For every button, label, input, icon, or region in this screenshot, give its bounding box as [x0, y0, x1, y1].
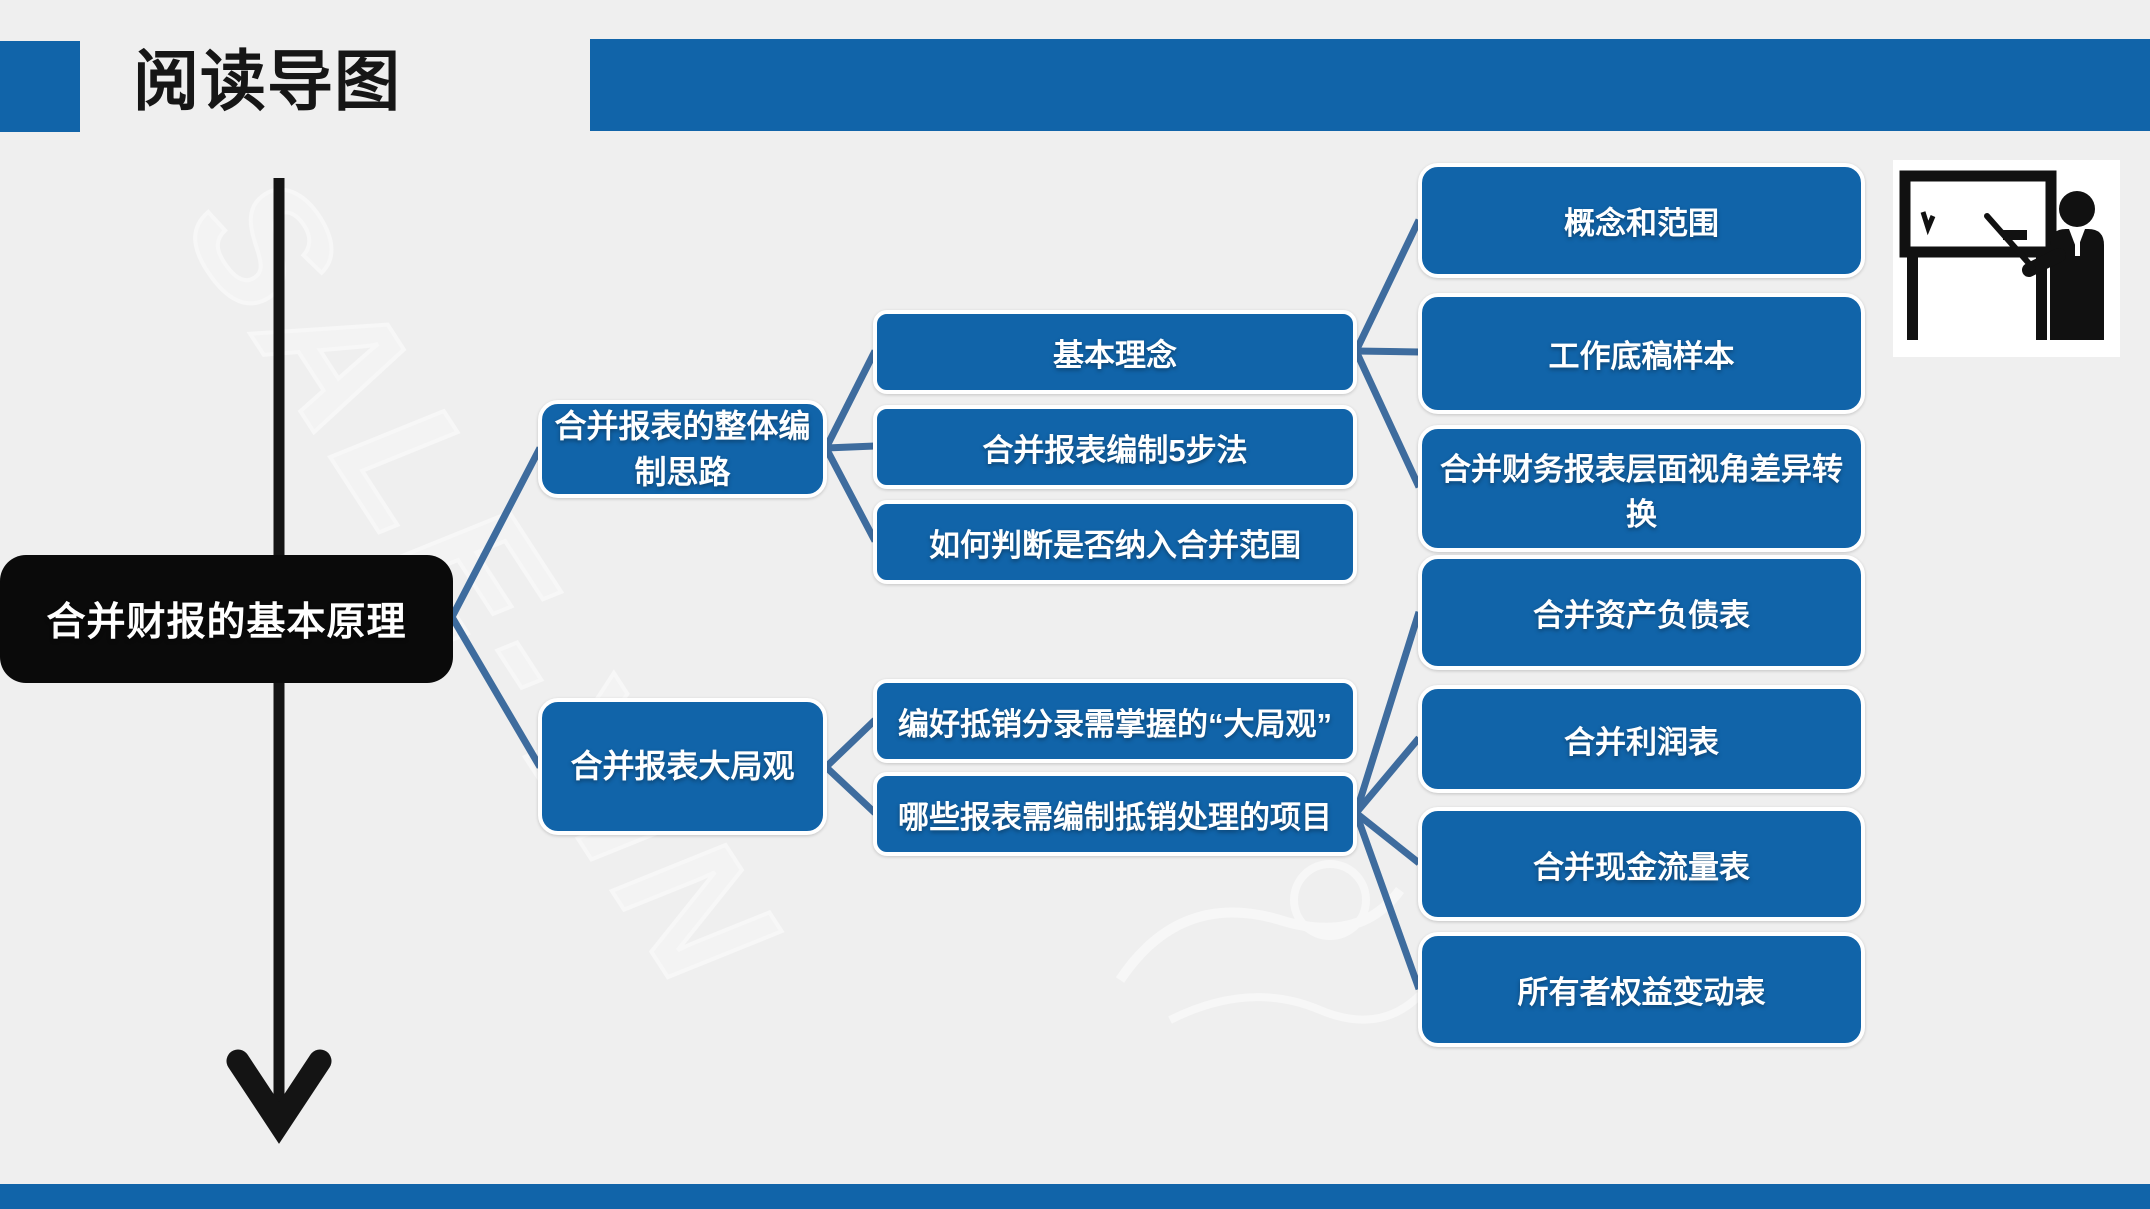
sub-node-elimination-big-picture: 编好抵销分录需掌握的“大局观”	[873, 679, 1357, 763]
watermark-swirl	[1115, 860, 1423, 1024]
footer-accent-bar	[0, 1184, 2150, 1209]
branch-node-overall-compilation: 合并报表的整体编制思路	[538, 400, 827, 498]
sub-node-consolidation-scope: 如何判断是否纳入合并范围	[873, 500, 1357, 584]
sub-node-five-step-method: 合并报表编制5步法	[873, 405, 1357, 489]
leaf-node-equity-changes: 所有者权益变动表	[1418, 932, 1865, 1047]
leaf-node-working-paper-sample: 工作底稿样本	[1418, 293, 1865, 414]
teacher-at-blackboard-icon	[1899, 170, 2104, 340]
root-node-basic-principles: 合并财报的基本原理	[0, 555, 453, 683]
page-title: 阅读导图	[133, 44, 401, 118]
leaf-node-income-statement: 合并利润表	[1418, 685, 1865, 793]
header-corner-square	[0, 41, 80, 132]
header-accent-bar	[590, 39, 2150, 131]
sub-node-statements-needing-elimination: 哪些报表需编制抵销处理的项目	[873, 772, 1357, 856]
branch-node-big-picture: 合并报表大局观	[538, 698, 827, 835]
presenter-icon-panel	[1893, 160, 2120, 357]
leaf-node-perspective-conversion: 合并财务报表层面视角差异转换	[1418, 425, 1865, 552]
sub-node-basic-concept: 基本理念	[873, 310, 1357, 394]
leaf-node-concept-scope: 概念和范围	[1418, 163, 1865, 278]
leaf-node-cash-flow: 合并现金流量表	[1418, 807, 1865, 921]
leaf-node-balance-sheet: 合并资产负债表	[1418, 555, 1865, 670]
